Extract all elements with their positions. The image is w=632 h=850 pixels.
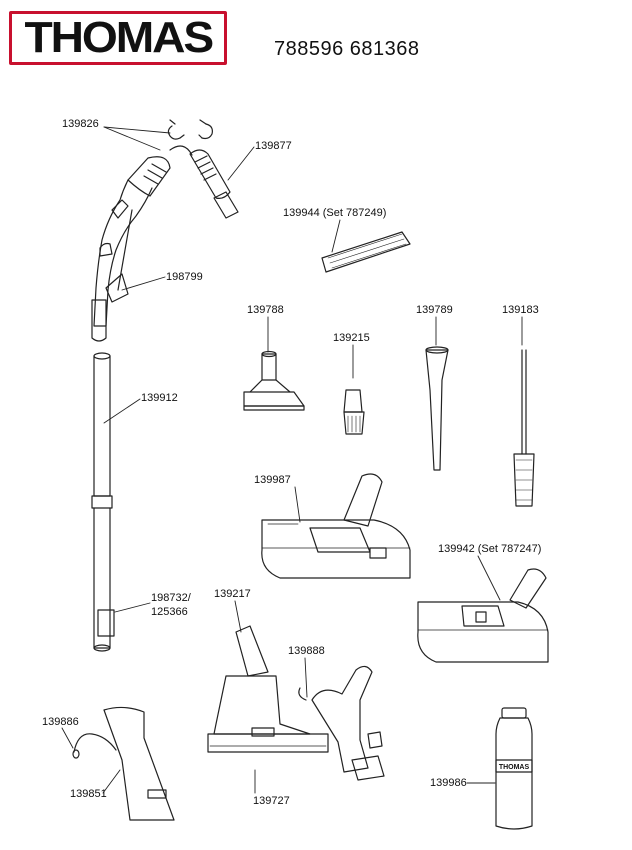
handle-assembly — [91, 145, 193, 342]
leader-lines — [61, 126, 523, 794]
hose-end — [189, 149, 239, 219]
label-139944: 139944 (Set 787249) — [283, 207, 387, 219]
label-125366: 125366 — [151, 606, 188, 618]
label-139217: 139217 — [214, 588, 251, 600]
label-139851: 139851 — [70, 788, 107, 800]
crevice-tool — [425, 346, 449, 471]
label-139888: 139888 — [288, 645, 325, 657]
hose-clips — [167, 119, 213, 140]
model-numbers: 788596 681368 — [274, 38, 420, 60]
floor-nozzle — [261, 473, 411, 579]
label-139727: 139727 — [253, 795, 290, 807]
label-198799: 198799 — [166, 271, 203, 283]
label-139912: 139912 — [141, 392, 178, 404]
radiator-brush — [513, 349, 535, 507]
label-139826: 139826 — [62, 118, 99, 130]
dust-brush — [343, 389, 365, 435]
hard-floor-adapter — [298, 665, 385, 781]
parquet-nozzle — [417, 568, 549, 663]
label-139789: 139789 — [416, 304, 453, 316]
thomas-logo: THOMAS — [9, 11, 227, 65]
spray-hose — [72, 733, 117, 759]
label-139942: 139942 (Set 787247) — [438, 543, 542, 555]
brand-name: THOMAS — [24, 13, 214, 62]
label-139986: 139986 — [430, 777, 467, 789]
label-198732: 198732/ — [151, 592, 191, 604]
label-139987: 139987 — [254, 474, 291, 486]
hair-strip — [321, 231, 411, 273]
wet-nozzle — [207, 625, 329, 753]
label-139183: 139183 — [502, 304, 539, 316]
label-139886: 139886 — [42, 716, 79, 728]
detergent-bottle — [495, 707, 533, 830]
label-139877: 139877 — [255, 140, 292, 152]
upholstery-wet-nozzle — [103, 706, 175, 821]
upholstery-nozzle — [243, 350, 305, 411]
label-139215: 139215 — [333, 332, 370, 344]
bottle-label: THOMAS — [499, 764, 530, 771]
label-139788: 139788 — [247, 304, 284, 316]
telescopic-tube — [91, 352, 115, 652]
